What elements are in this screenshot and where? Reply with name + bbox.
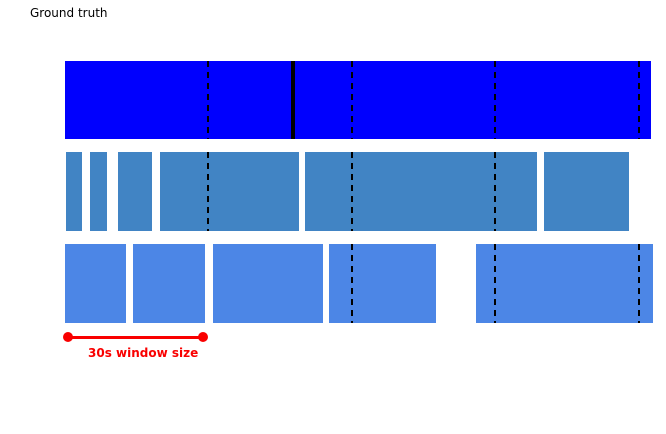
event-bar-row-2 — [160, 152, 299, 231]
event-bar-row-2 — [544, 152, 629, 231]
event-bar-row-3 — [133, 244, 205, 323]
window-size-label: 30s window size — [88, 346, 199, 360]
event-bar-row-3 — [476, 244, 653, 323]
event-bar-row-1 — [295, 61, 651, 139]
event-bar-row-3 — [329, 244, 436, 323]
event-bar-row-2 — [66, 152, 82, 231]
event-bar-row-2 — [90, 152, 107, 231]
window-boundary-dashed-line — [207, 61, 209, 139]
window-boundary-dashed-line — [351, 244, 353, 323]
window-boundary-dashed-line — [494, 61, 496, 139]
window-boundary-dashed-line — [351, 61, 353, 139]
event-bar-row-3 — [65, 244, 126, 323]
event-bar-row-2 — [305, 152, 537, 231]
window-boundary-dashed-line — [494, 244, 496, 323]
event-bar-row-1 — [65, 61, 291, 139]
window-boundary-dashed-line — [638, 244, 640, 323]
event-divider-row-1 — [291, 61, 295, 139]
event-bar-row-2 — [118, 152, 152, 231]
window-boundary-dashed-line — [638, 61, 640, 139]
window-boundary-dashed-line — [351, 152, 353, 231]
figure-title: Ground truth — [30, 6, 108, 20]
window-boundary-dashed-line — [494, 152, 496, 231]
event-bar-row-3 — [213, 244, 323, 323]
window-size-arrow-right-dot — [198, 332, 208, 342]
window-size-arrow-left-dot — [63, 332, 73, 342]
window-boundary-dashed-line — [207, 152, 209, 231]
window-size-arrow-line — [68, 336, 203, 339]
